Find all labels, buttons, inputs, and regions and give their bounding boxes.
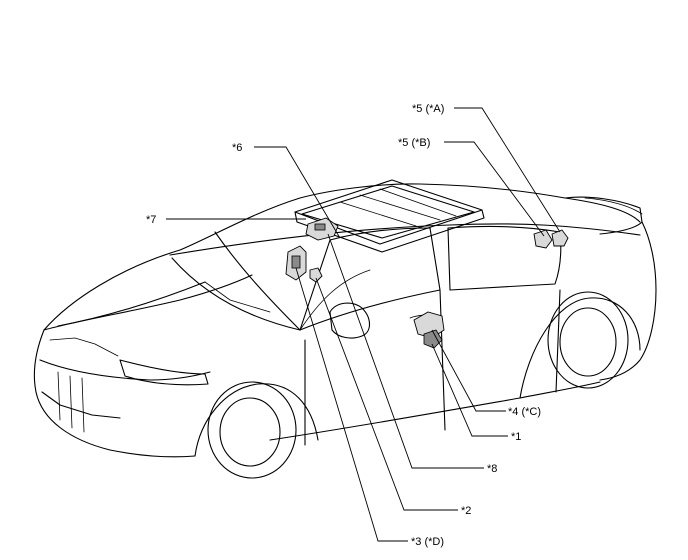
parts: [285, 217, 569, 349]
callout-7: *7: [146, 214, 156, 226]
part-5-rear-right: [551, 229, 569, 247]
callout-3d: *3 (*D): [411, 536, 444, 548]
callout-5b: *5 (*B): [398, 137, 430, 149]
part-5-rear-left: [533, 229, 553, 249]
callout-5a: *5 (*A): [412, 103, 444, 115]
part-1-door-switch: [423, 329, 443, 349]
callout-1: *1: [511, 431, 521, 443]
leader-lines: [166, 107, 561, 542]
part-2-sensor: [309, 267, 323, 283]
callout-6: *6: [232, 142, 242, 154]
sunroof-frame: [294, 179, 485, 253]
callout-2: *2: [461, 505, 471, 517]
car-illustration: [33, 183, 657, 479]
callout-8: *8: [487, 463, 497, 475]
callout-labels: *5 (*A) *5 (*B) *6 *7 *4 (*C) *1 *8 *2 *…: [146, 103, 541, 548]
callout-4c: *4 (*C): [508, 406, 541, 418]
